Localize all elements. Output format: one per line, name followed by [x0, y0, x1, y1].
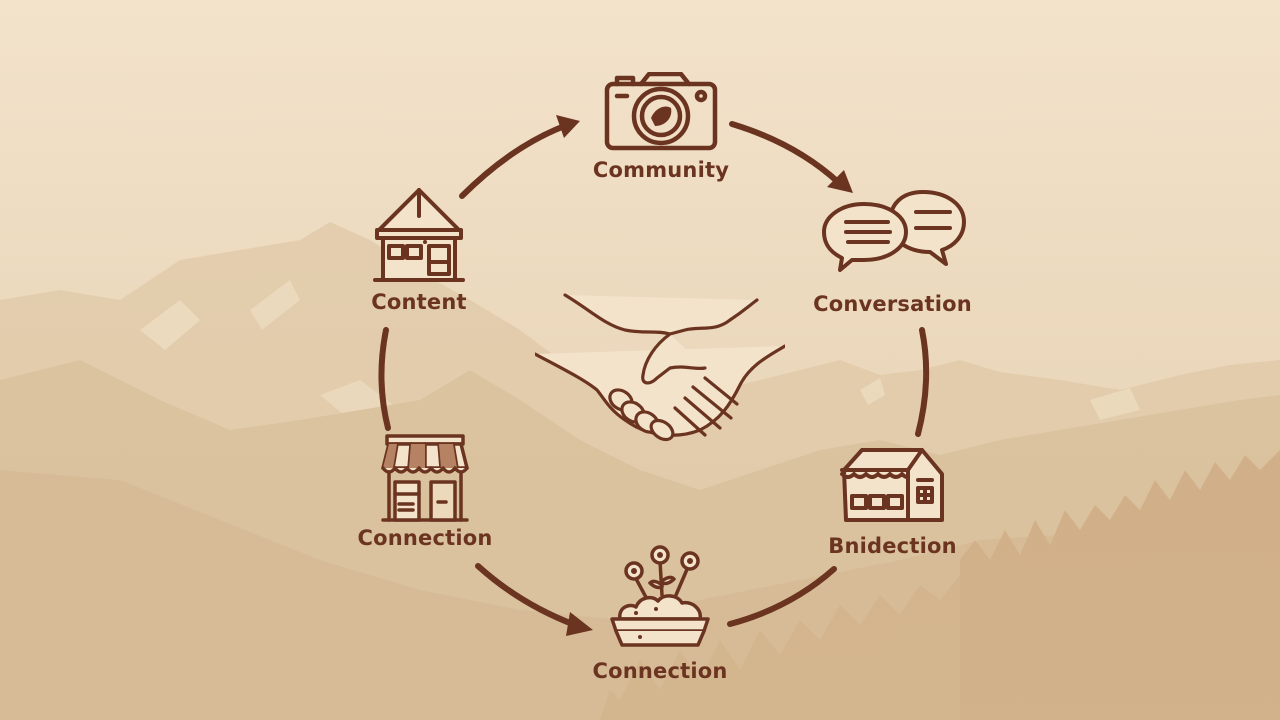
arrowhead-icon	[566, 612, 593, 636]
arrowhead-icon	[827, 170, 853, 193]
node-label: Conversation	[813, 292, 972, 316]
arrow-content-to-community	[459, 124, 565, 199]
node-label: Connection	[592, 659, 728, 683]
arrowhead-icon	[556, 115, 580, 138]
node-connection-bottom: Connection	[580, 545, 740, 683]
line-content-to-connection-left	[378, 327, 391, 431]
node-label: Community	[592, 158, 730, 182]
cabin-icon	[373, 188, 465, 282]
line-bnidection-to-connection	[727, 566, 837, 627]
line-conversation-to-bnidection	[915, 327, 930, 437]
node-label: Bnidection	[828, 534, 957, 558]
node-label: Content	[371, 290, 467, 314]
node-label: Connection	[357, 526, 493, 550]
storefront-awning-icon	[381, 434, 469, 522]
arrow-connection-left-to-bottom	[475, 563, 578, 628]
node-content: Content	[356, 186, 482, 314]
node-conversation: Conversation	[805, 188, 980, 316]
camera-icon	[604, 72, 718, 151]
node-bnidection: Bnidection	[820, 444, 965, 558]
speech-bubbles-icon	[821, 190, 966, 272]
arrow-community-to-conversation	[729, 121, 841, 185]
node-connection-left: Connection	[350, 432, 500, 550]
handshake-icon	[535, 293, 785, 442]
flower-planter-icon	[610, 545, 710, 647]
node-community: Community	[576, 72, 746, 182]
house-shop-icon	[839, 448, 944, 522]
